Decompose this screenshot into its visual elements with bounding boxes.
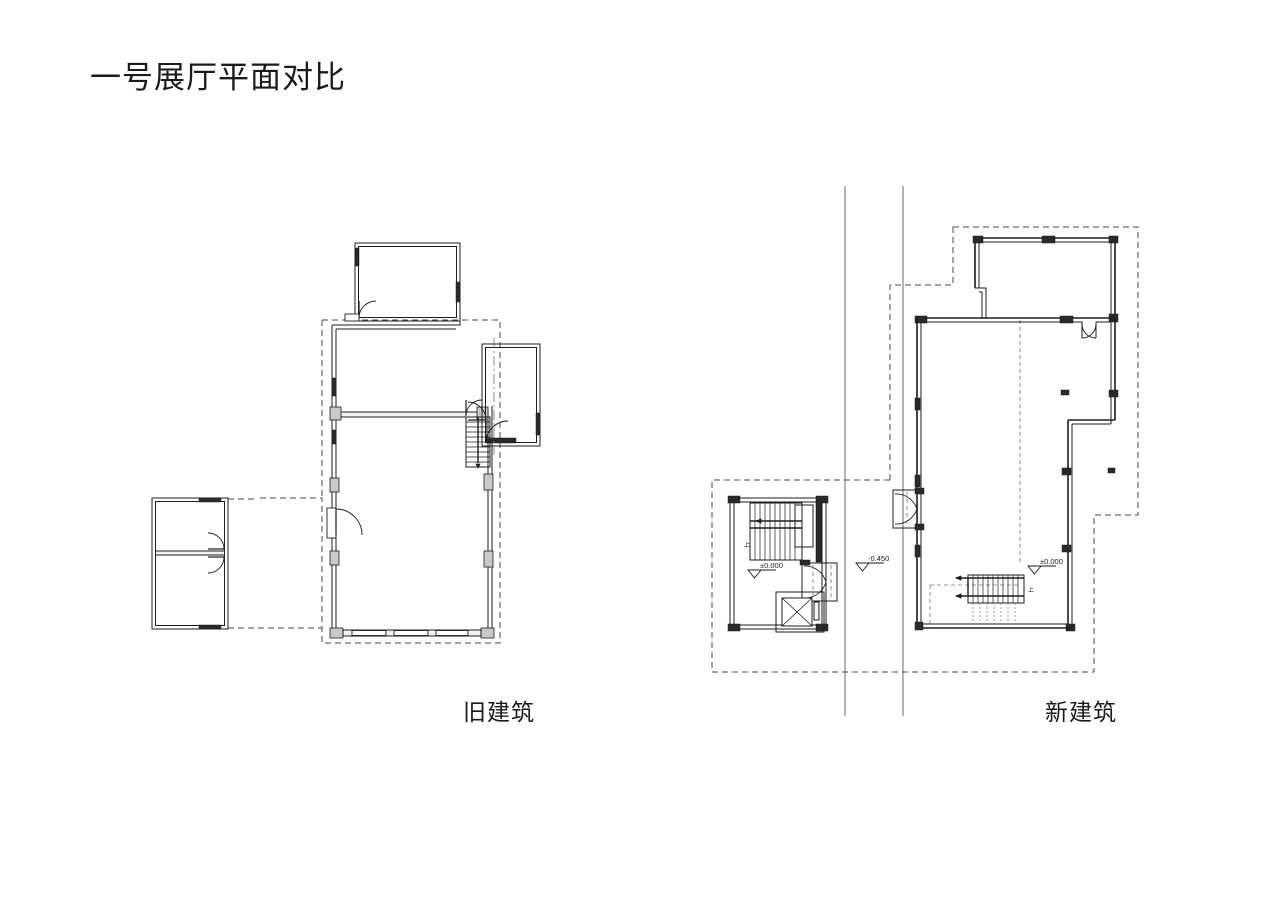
level-marker-main-hall: ±0.000: [1027, 557, 1063, 575]
stair-direction-mark: 上: [1028, 586, 1034, 594]
new-building-floor-plan: 上 ±0.000 -0.450: [711, 186, 1139, 716]
new-plan-axis-lines: [844, 186, 904, 716]
level-marker-stair-core-text: ±0.000: [760, 561, 783, 570]
caption-new-building: 新建筑: [1045, 699, 1117, 725]
core-double-door: [799, 559, 838, 604]
old-plan-main-body: [326, 243, 495, 639]
door-north-annex: [344, 300, 377, 322]
entry-vestibule: [892, 487, 925, 531]
core-stair: 上: [744, 502, 814, 561]
level-marker-stair-core: ±0.000: [747, 561, 783, 579]
elevator-car: [775, 591, 825, 633]
old-plan-site-boundary: [258, 319, 501, 644]
old-plan-north-annex: [344, 242, 461, 322]
new-plan-hall-stair: 上: [954, 574, 1034, 623]
new-plan-north-chamber: [972, 235, 1119, 323]
old-plan-stair: [465, 399, 491, 469]
doors-southwest-block: [207, 532, 225, 574]
level-marker-main-hall-text: ±0.000: [1040, 557, 1063, 566]
new-plan-site-boundary: [711, 226, 1139, 673]
old-plan-east-annex: [481, 338, 541, 455]
new-plan-main-hall: [892, 315, 1119, 632]
old-building-floor-plan: [151, 242, 541, 644]
door-west-entry: [326, 507, 363, 539]
page-title: 一号展厅平面对比: [90, 60, 346, 95]
level-marker-street-text: -0.450: [868, 554, 889, 563]
old-plan-southwest-block: [151, 497, 258, 630]
caption-old-building: 旧建筑: [463, 699, 535, 725]
level-marker-street: -0.450: [855, 554, 889, 572]
new-plan-stair-core: 上 ±0.000: [727, 495, 838, 633]
door-north-hall: [1073, 321, 1111, 339]
core-stair-direction-mark: 上: [744, 541, 750, 549]
